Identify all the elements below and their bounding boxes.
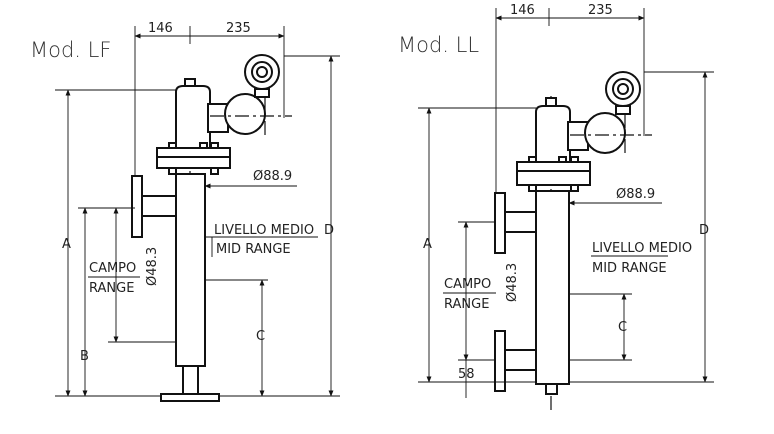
lf-range-en: RANGE bbox=[89, 281, 134, 296]
ll-bolt-5 bbox=[570, 184, 579, 192]
lf-dim-c: C bbox=[256, 329, 265, 344]
ll-drain-plug bbox=[545, 383, 558, 395]
model-lf-title: Mod. LF bbox=[30, 38, 111, 62]
ll-mid-it: LIVELLO MEDIO bbox=[592, 241, 692, 256]
lf-switch-body bbox=[224, 93, 266, 135]
ll-indicator-center bbox=[617, 83, 629, 95]
lf-dim-a: A bbox=[62, 237, 71, 252]
ll-head-housing bbox=[535, 105, 571, 163]
ll-body-pipe bbox=[535, 190, 570, 385]
lf-side-flange bbox=[131, 175, 143, 238]
ll-top-flange-a bbox=[516, 161, 591, 172]
ll-range-it: CAMPO bbox=[444, 277, 491, 292]
ll-vent-plug bbox=[545, 97, 557, 107]
lf-nozzle-dia-label: Ø48.3 bbox=[145, 247, 160, 286]
lf-top-flange-b bbox=[156, 156, 231, 169]
ll-switch-body bbox=[584, 112, 626, 154]
ll-dim-d: D bbox=[699, 223, 709, 238]
lf-bolt-1 bbox=[168, 142, 177, 149]
lf-body-pipe bbox=[175, 173, 206, 367]
lf-range-it: CAMPO bbox=[89, 261, 136, 276]
ll-top-nozzle bbox=[504, 211, 537, 233]
lf-head-housing bbox=[175, 85, 211, 149]
ll-mid-en: MID RANGE bbox=[592, 261, 667, 276]
ll-dim-a: A bbox=[423, 237, 432, 252]
lf-top-flange-a bbox=[156, 147, 231, 158]
ll-range-en: RANGE bbox=[444, 297, 489, 312]
ll-dim-c: C bbox=[618, 320, 627, 335]
lf-pipe-dia-label: Ø88.9 bbox=[253, 169, 292, 184]
lf-bottom-leg bbox=[182, 365, 199, 395]
lf-bolt-5 bbox=[210, 167, 219, 175]
lf-indicator-center bbox=[256, 66, 268, 78]
lf-dim-b: B bbox=[80, 349, 89, 364]
lf-bolt-2 bbox=[199, 142, 208, 149]
ll-nozzle-dia-label: Ø48.3 bbox=[505, 263, 520, 302]
ll-bolt-2 bbox=[558, 156, 567, 163]
model-lf-drawing: Mod. LF 146 235 bbox=[30, 21, 340, 402]
model-ll-title: Mod. LL bbox=[398, 33, 479, 57]
ll-bolt-1 bbox=[528, 156, 537, 163]
lf-dim-235: 235 bbox=[226, 21, 251, 36]
lf-vent-plug bbox=[184, 78, 196, 87]
ll-top-flange-b bbox=[516, 170, 591, 186]
model-ll-drawing: Mod. LL 146 235 bbox=[398, 3, 714, 410]
ll-bolt-4 bbox=[528, 184, 537, 192]
lf-dim-d: D bbox=[324, 223, 334, 238]
ll-bottom-nozzle bbox=[504, 349, 537, 371]
lf-bolt-3 bbox=[210, 142, 219, 149]
ll-head-neck bbox=[567, 121, 589, 151]
lf-indicator-stem bbox=[254, 88, 270, 98]
ll-dim-235: 235 bbox=[588, 3, 613, 18]
ll-bolt-3 bbox=[570, 156, 579, 163]
lf-dim-146: 146 bbox=[148, 21, 173, 36]
ll-indicator-stem bbox=[615, 105, 631, 115]
ll-bottom-side-flange bbox=[494, 330, 506, 392]
ll-pipe-dia-label: Ø88.9 bbox=[616, 187, 655, 202]
lf-bottom-plate bbox=[160, 393, 220, 402]
lf-mid-it: LIVELLO MEDIO bbox=[214, 223, 314, 238]
lf-side-nozzle bbox=[141, 195, 177, 217]
ll-dim-146: 146 bbox=[510, 3, 535, 18]
ll-top-side-flange bbox=[494, 192, 506, 254]
lf-bolt-4 bbox=[168, 167, 177, 175]
lf-mid-en: MID RANGE bbox=[216, 242, 291, 257]
lf-head-neck bbox=[207, 103, 229, 133]
